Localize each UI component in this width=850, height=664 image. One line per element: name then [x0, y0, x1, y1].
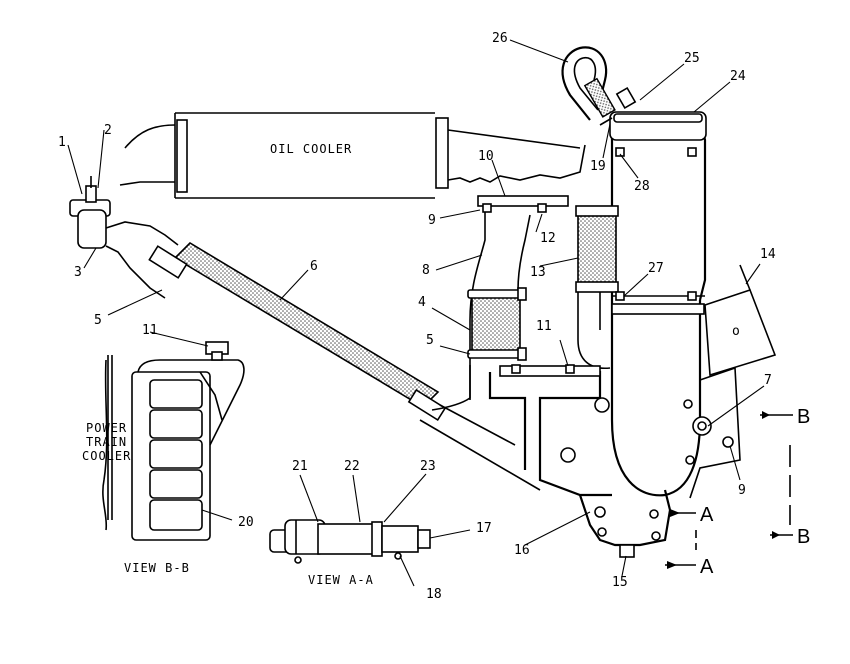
view-bb-power-train-cooler: POWER TRAIN COOLER VIEW B-B [82, 341, 245, 575]
section-b-top: B [797, 406, 810, 428]
tube-assembly [148, 241, 541, 491]
leader-lines [67, 39, 765, 587]
port-mark: o [732, 324, 740, 339]
callout-26: 26 [492, 31, 508, 46]
callout-15: 15 [612, 575, 628, 590]
cooler-label: COOLER [82, 449, 131, 463]
callout-3: 3 [74, 265, 82, 280]
callout-21: 21 [292, 459, 308, 474]
callout-20: 20 [238, 515, 254, 530]
power-label: POWER [86, 421, 127, 435]
callout-1: 1 [58, 135, 66, 150]
callout-9a: 9 [428, 213, 436, 228]
callout-13: 13 [530, 265, 546, 280]
callout-23: 23 [420, 459, 436, 474]
callout-5a: 5 [94, 313, 102, 328]
callout-7: 7 [764, 373, 772, 388]
section-markers: B B A A [665, 406, 810, 578]
callout-5b: 5 [426, 333, 434, 348]
section-a-bottom: A [700, 556, 714, 578]
section-b-bottom: B [797, 526, 810, 548]
callout-2: 2 [104, 123, 112, 138]
callout-18: 18 [426, 587, 442, 602]
lower-housing [488, 365, 672, 558]
callout-6: 6 [310, 259, 318, 274]
callout-28: 28 [634, 179, 650, 194]
callout-25: 25 [684, 51, 700, 66]
callout-27: 27 [648, 261, 664, 276]
callout-12: 12 [540, 231, 556, 246]
center-elbow-pipe [431, 195, 569, 411]
manifold-housing: o [575, 111, 777, 499]
train-label: TRAIN [86, 435, 127, 449]
callout-8: 8 [422, 263, 430, 278]
callout-16: 16 [514, 543, 530, 558]
callout-22: 22 [344, 459, 360, 474]
callout-11a: 11 [142, 323, 158, 338]
view-bb-label: VIEW B-B [124, 561, 190, 575]
fitting-assembly [69, 176, 179, 299]
callout-10: 10 [478, 149, 494, 164]
callout-14: 14 [760, 247, 776, 262]
callout-17: 17 [476, 521, 492, 536]
section-a-top: A [700, 504, 714, 526]
callout-9b: 9 [738, 483, 746, 498]
callout-numbers: 1 2 3 5 6 11 9 10 12 8 13 4 5 11 26 25 2… [58, 31, 776, 602]
view-aa-label: VIEW A-A [308, 573, 374, 587]
callout-4: 4 [418, 295, 426, 310]
callout-11b: 11 [536, 319, 552, 334]
breather-loop-tube [561, 46, 637, 126]
bolts [482, 147, 697, 374]
oil-cooler-label: OIL COOLER [270, 142, 352, 156]
callout-19: 19 [590, 159, 606, 174]
callout-24: 24 [730, 69, 746, 84]
view-aa-hose-assembly: VIEW A-A [269, 519, 431, 587]
oil-cooler: OIL COOLER [119, 112, 586, 199]
